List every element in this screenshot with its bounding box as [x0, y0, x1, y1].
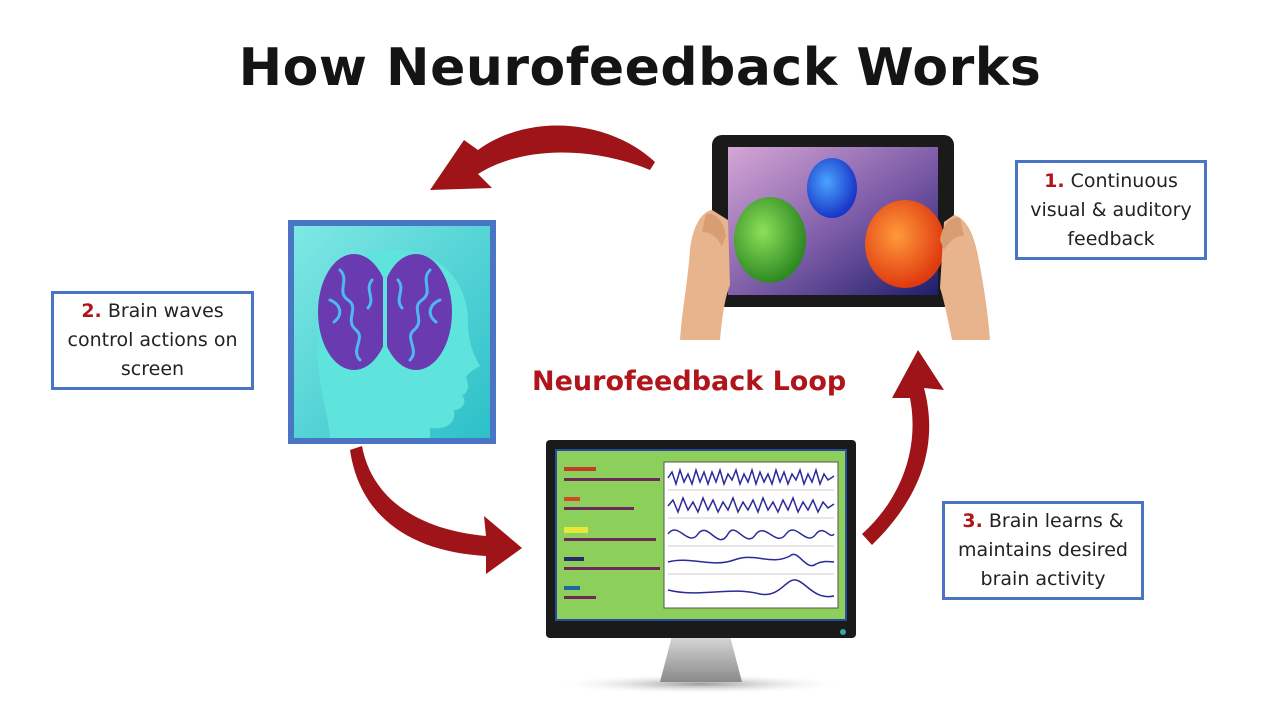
- step-3-box: 3. Brain learns & maintains desired brai…: [942, 501, 1144, 600]
- step-1-number: 1.: [1044, 169, 1065, 192]
- step-1-text-1: Continuous: [1070, 169, 1178, 192]
- loop-label: Neurofeedback Loop: [532, 366, 847, 397]
- step-2-line-2: control actions on: [67, 329, 238, 351]
- tablet-icon: [680, 135, 990, 340]
- step-1-line-1: 1. Continuous: [1044, 167, 1178, 196]
- step-3-line-1: 3. Brain learns &: [962, 507, 1123, 536]
- step-3-text-1: Brain learns &: [988, 510, 1124, 532]
- page-title: How Neurofeedback Works: [238, 38, 1042, 98]
- step-2-line-1: 2. Brain waves: [81, 297, 223, 326]
- brain-head-icon: [288, 220, 496, 444]
- step-2-text-1: Brain waves: [107, 300, 224, 322]
- arrow-icon: [350, 125, 944, 574]
- step-2-line-3: screen: [120, 358, 185, 380]
- step-2-number: 2.: [81, 300, 102, 322]
- step-1-box: 1. Continuous visual & auditory feedback: [1015, 160, 1207, 260]
- step-3-number: 3.: [962, 510, 983, 532]
- step-1-line-2: visual & auditory: [1030, 198, 1192, 221]
- eeg-monitor-icon: [546, 440, 856, 694]
- step-3-line-2: maintains desired: [958, 539, 1128, 561]
- step-3-line-3: brain activity: [980, 568, 1106, 590]
- step-1-line-3: feedback: [1067, 227, 1155, 250]
- step-2-box: 2. Brain waves control actions on screen: [51, 291, 254, 390]
